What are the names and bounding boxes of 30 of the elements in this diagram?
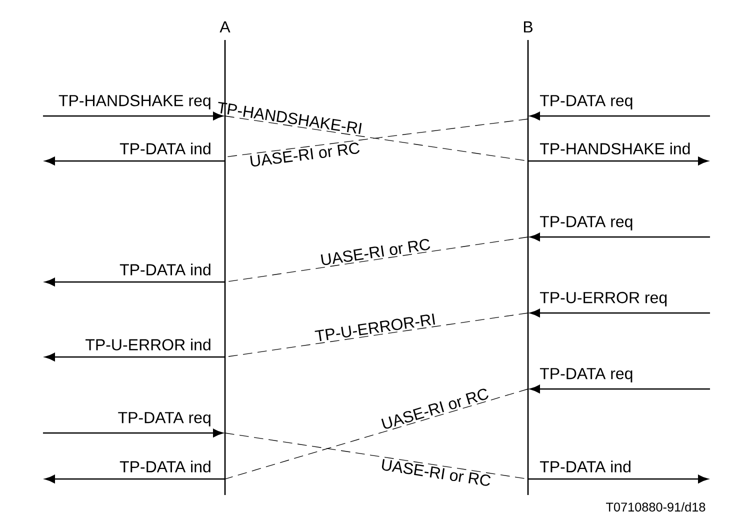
arrow — [43, 112, 224, 120]
arrow — [45, 278, 225, 286]
arrow — [45, 156, 225, 166]
arrow — [45, 474, 225, 484]
arrow — [530, 232, 710, 242]
lifeline: B — [524, 21, 532, 496]
edge-label: TP-DATA req — [116, 410, 213, 428]
edge-label: TP-DATA ind — [118, 141, 213, 156]
edge-label: TP-DATA req — [538, 94, 635, 111]
edge-label: TP-DATA ind — [118, 459, 213, 474]
edge-label: UASE-RI or RC — [320, 239, 430, 266]
edge-label: TP-U-ERROR req — [538, 290, 669, 308]
arrow — [45, 352, 225, 362]
edge-label: TP-DATA ind — [538, 459, 633, 474]
arrow — [528, 156, 708, 166]
figure-code: T0710880-91/d18 — [606, 502, 706, 512]
edge-label: UASE-RI or RC — [382, 459, 491, 486]
arrow — [530, 308, 710, 318]
arrow — [530, 112, 710, 120]
edge-label: UASE-RI or RC — [250, 142, 360, 166]
edge-label: TP-DATA req — [538, 214, 635, 232]
edge-label: TP-U-ERROR ind — [84, 337, 213, 352]
arrow — [530, 384, 710, 394]
edge-label: TP-DATA req — [538, 366, 635, 384]
arrow — [528, 474, 708, 484]
edge-label: TP-HANDSHAKE ind — [538, 141, 692, 156]
arrow — [43, 428, 224, 438]
dashed-line — [224, 388, 528, 480]
edge-label: TP-DATA ind — [118, 262, 213, 277]
edge-label: TP-HANDSHAKE req — [57, 94, 213, 111]
